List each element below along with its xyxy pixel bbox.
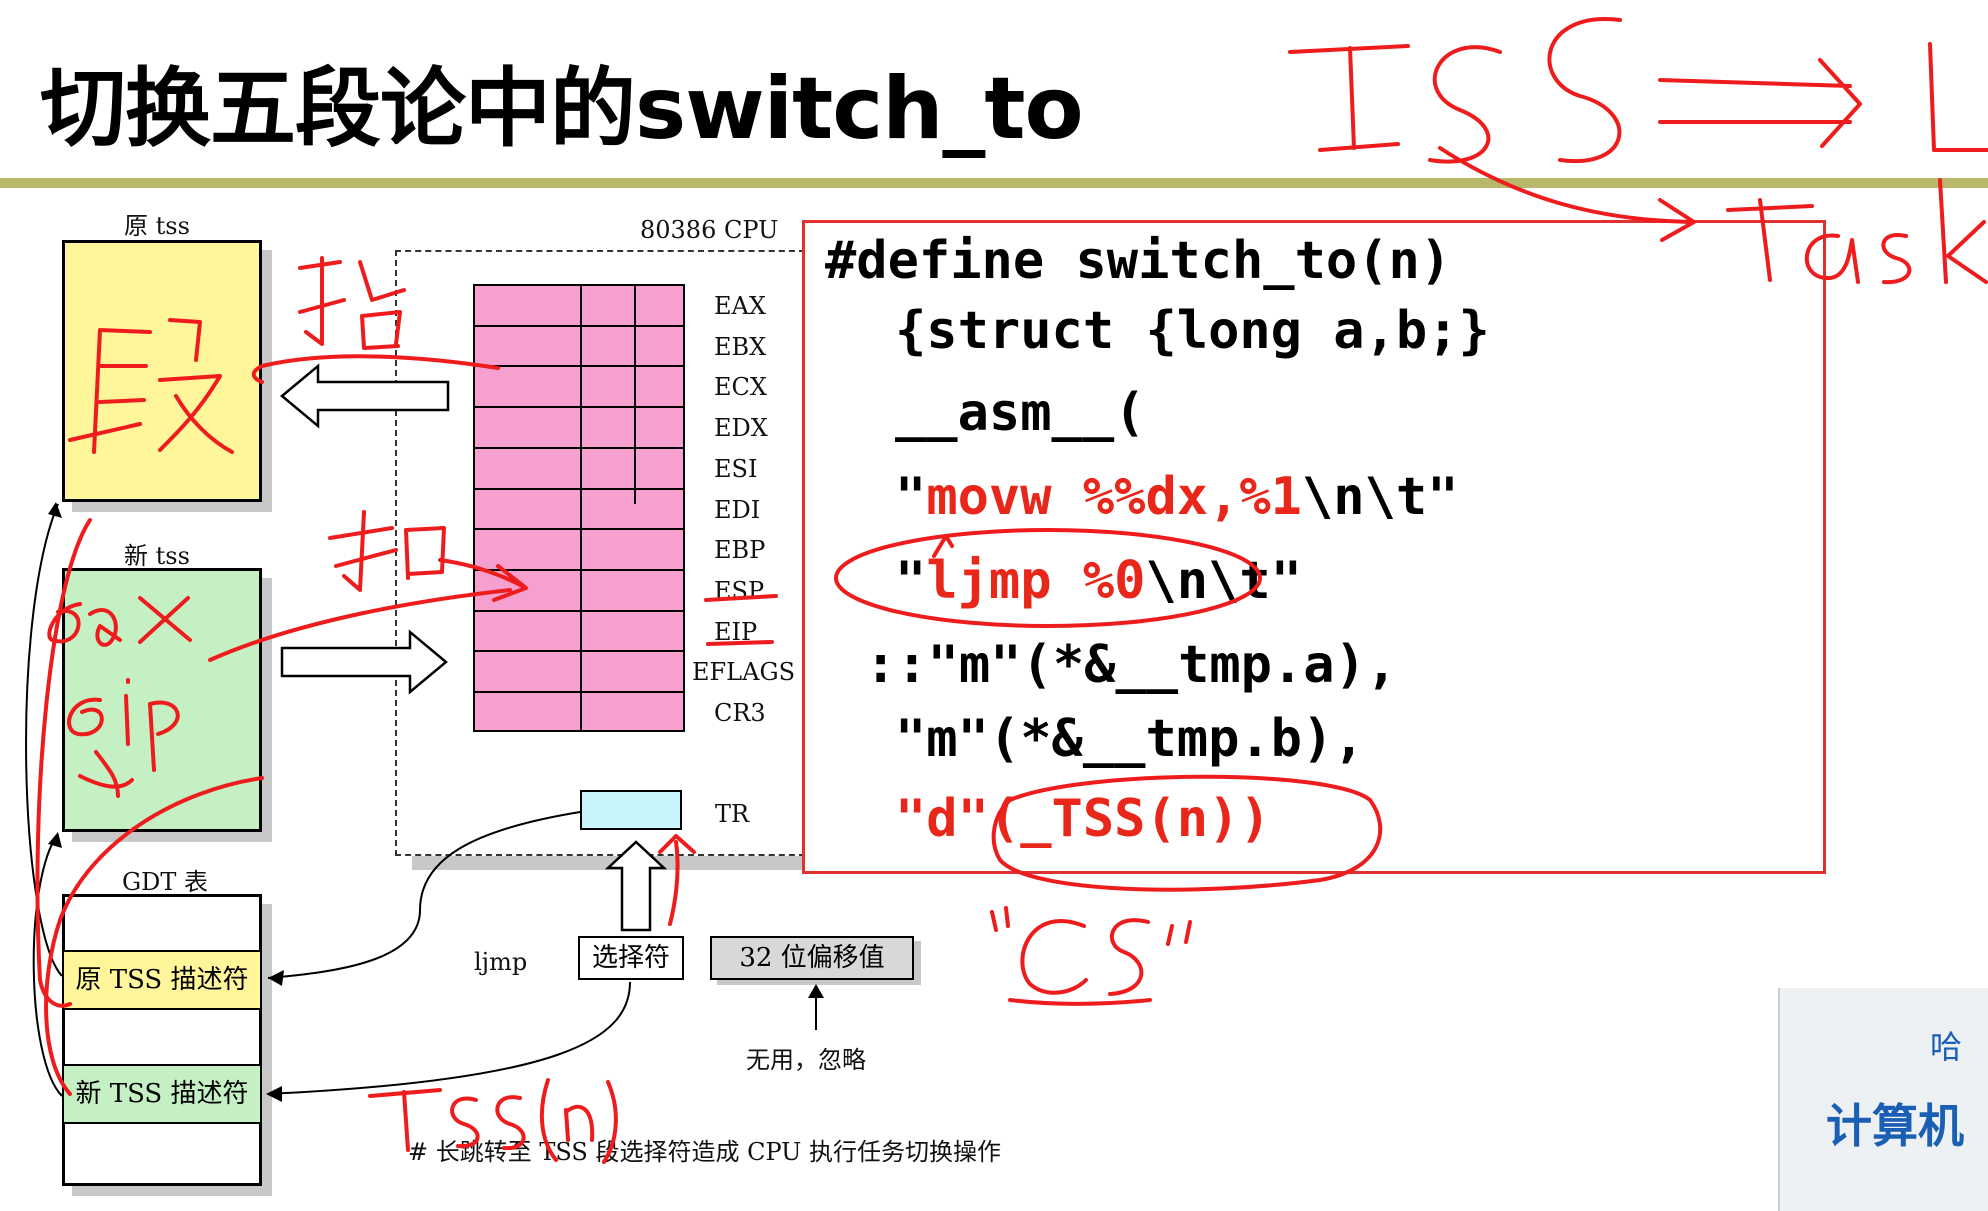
logo-line1: 哈 <box>1930 1028 1963 1066</box>
register-row-divider <box>473 365 685 368</box>
slide-title: 切换五段论中的switch_to <box>40 59 1084 159</box>
register-row-divider <box>473 487 685 490</box>
unused-label: 无用，忽略 <box>746 1046 866 1074</box>
code-movw-instr: movw %%dx,%1 <box>926 467 1302 527</box>
load-arrow <box>280 629 448 695</box>
code-line-movw: "movw %%dx,%1\n\t" <box>895 467 1459 527</box>
code-newline-tab: \n\t" <box>1302 467 1459 527</box>
code-quote: " <box>895 467 927 527</box>
unused-arrow-head <box>808 984 824 998</box>
code-quote: " <box>895 551 927 611</box>
tr-label: TR <box>715 800 750 828</box>
old-tss-label: 原 tss <box>124 212 190 240</box>
code-box: #define switch_to(n) {struct {long a,b;}… <box>802 220 1826 874</box>
selector-to-new-desc <box>267 981 631 1095</box>
offset-box: 32 位偏移值 <box>710 936 914 980</box>
register-label-ebp: EBP <box>714 536 766 565</box>
old-desc-to-old-tss-head <box>48 502 62 518</box>
selector-arrow <box>604 840 668 932</box>
cpu-frame-shadow <box>412 856 810 870</box>
code-line-asm: __asm__( <box>895 383 1146 443</box>
register-row-divider <box>473 406 685 409</box>
new-tss-label: 新 tss <box>124 542 190 570</box>
code-line-input-b: "m"(*&__tmp.b), <box>895 709 1365 769</box>
corner-logo: 哈 计算机 <box>1778 988 1988 1211</box>
code-line-struct: {struct {long a,b;} <box>895 301 1490 361</box>
ljmp-label: ljmp <box>474 948 528 976</box>
selector-box: 选择符 <box>578 936 684 980</box>
register-col-divider <box>580 284 582 732</box>
new-desc-to-new-tss-head <box>48 832 62 848</box>
register-row-divider <box>473 528 685 531</box>
register-label-edx: EDX <box>714 414 768 443</box>
register-row-divider <box>473 691 685 693</box>
register-label-cr3: CR3 <box>714 699 766 727</box>
register-label-ecx: ECX <box>714 373 767 402</box>
register-label-eflags: EFLAGS <box>692 658 796 687</box>
new-desc-to-new-tss <box>32 833 63 1097</box>
tr-register <box>580 790 682 830</box>
code-line-ljmp: "ljmp %0\n\t" <box>895 551 1302 611</box>
register-row-divider <box>473 324 685 327</box>
code-newline-tab: \n\t" <box>1145 551 1303 611</box>
code-ljmp-instr: ljmp %0 <box>926 551 1146 611</box>
cpu-label: 80386 CPU <box>640 216 779 244</box>
tr-to-old-desc-head <box>268 970 284 986</box>
register-label-eax: EAX <box>714 292 766 320</box>
logo-line2: 计算机 <box>1826 1099 1964 1153</box>
save-arrow <box>280 363 450 429</box>
register-row-divider <box>473 446 685 449</box>
register-col-divider <box>634 284 636 504</box>
register-label-edi: EDI <box>714 495 761 524</box>
register-row-divider <box>473 650 685 653</box>
title-rule <box>0 178 1988 188</box>
old-desc-to-old-tss <box>25 503 63 977</box>
code-line-define: #define switch_to(n) <box>825 231 1452 291</box>
register-label-esi: ESI <box>714 454 758 483</box>
register-row-divider <box>473 609 685 612</box>
tr-to-old-desc <box>267 811 581 979</box>
code-line-input-d: "d"(_TSS(n)) <box>895 789 1271 849</box>
register-label-ebx: EBX <box>714 332 767 361</box>
register-row-divider <box>473 568 685 571</box>
code-line-input-a: ::"m"(*&__tmp.a), <box>865 635 1398 695</box>
selector-to-new-desc-head <box>266 1086 282 1102</box>
